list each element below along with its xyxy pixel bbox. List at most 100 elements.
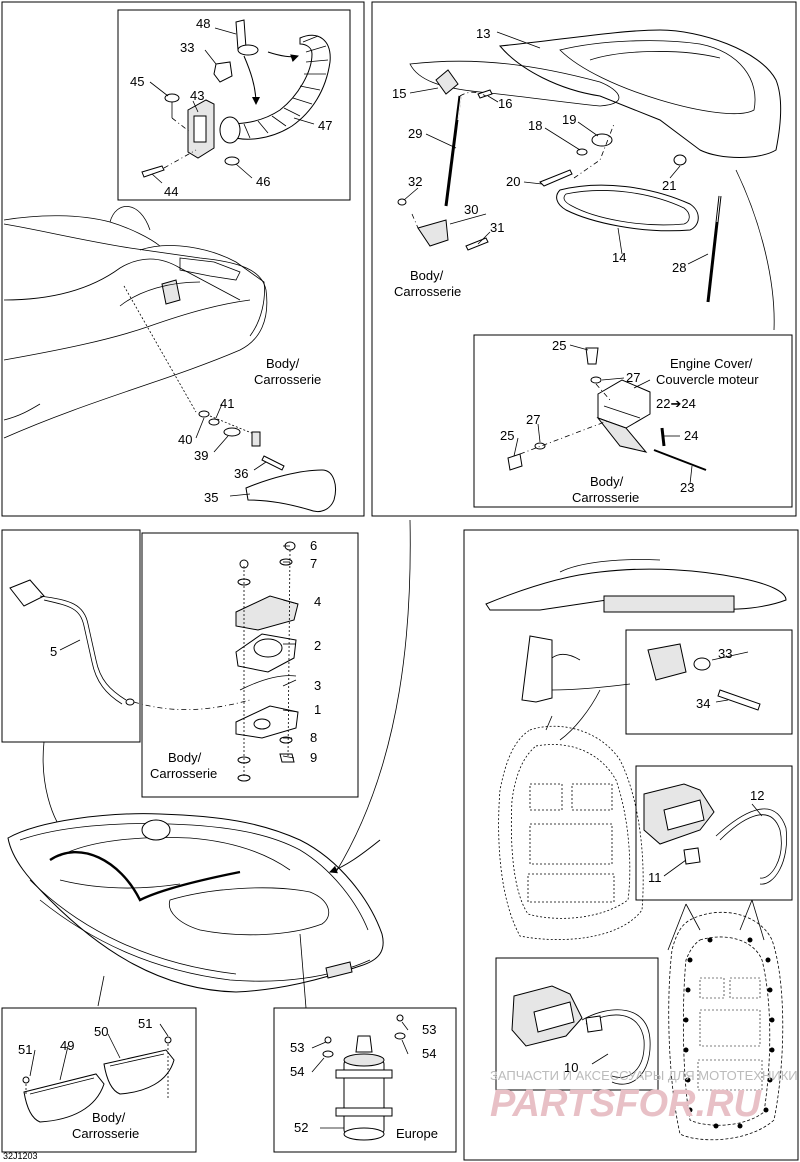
panel-clip-inset: [625, 629, 793, 735]
screw-16: [477, 89, 493, 99]
body-label-mount-2: Carrosserie: [150, 766, 217, 781]
bin-49: [23, 1073, 105, 1123]
stud-36: [261, 455, 285, 471]
callout-22-24: 22➔24: [656, 396, 696, 411]
callout-27a: 27: [626, 370, 640, 385]
washer-54a: [322, 1050, 334, 1058]
washer-18: [576, 148, 588, 156]
callout-24: 24: [684, 428, 698, 443]
callout-30: 30: [464, 202, 478, 217]
hull: [7, 813, 384, 993]
washer-46: [224, 156, 240, 166]
tie-inset-a: [643, 783, 788, 885]
text-labels: Body/ Carrosserie Body/ Carrosserie Engi…: [3, 268, 759, 1161]
callout-46: 46: [256, 174, 270, 189]
callout-11: 11: [648, 870, 662, 885]
engine-cover-assembly: [397, 29, 782, 331]
screw-25b: [507, 453, 523, 471]
top-deck-side: [485, 559, 787, 703]
callout-8: 8: [310, 730, 317, 745]
handle-35: [245, 469, 336, 513]
panel-storage-bins: [1, 1007, 197, 1153]
callout-32: 32: [408, 174, 422, 189]
panel-extinguisher: [273, 1007, 457, 1153]
hinge-assembly: [507, 347, 707, 471]
panel-bracket-inset: [141, 532, 359, 798]
callout-6: 6: [310, 538, 317, 553]
washer-8: [279, 736, 293, 744]
deck-vent: [161, 279, 181, 305]
panel-cable-inset: [1, 529, 141, 743]
hull-top-b: [668, 911, 784, 1141]
callout-41: 41: [220, 396, 234, 411]
callout-49: 49: [60, 1038, 74, 1053]
washer-41: [208, 418, 220, 426]
callout-39: 39: [194, 448, 208, 463]
callout-36: 36: [234, 466, 248, 481]
callout-53a: 53: [290, 1040, 304, 1055]
panel-tie-inset-b: [495, 957, 659, 1091]
hinge-leaf: [596, 416, 648, 453]
watermark-line1: ЗАПЧАСТИ И АКСЕССУАРЫ ДЛЯ МОТОТЕХНИКИ: [490, 1068, 798, 1083]
body-label-hinge-2: Carrosserie: [572, 490, 639, 505]
callout-52: 52: [294, 1120, 308, 1135]
callout-18: 18: [528, 118, 542, 133]
bracket-15: [435, 69, 459, 95]
callout-14: 14: [612, 250, 626, 265]
extinguisher-assembly: [322, 1014, 406, 1141]
bumper-21: [673, 154, 687, 166]
screw-53b: [396, 1014, 404, 1022]
steering-wheel: [141, 819, 171, 841]
callout-54b: 54: [422, 1046, 436, 1061]
panel-tie-inset-a: [635, 765, 793, 901]
screw-44: [141, 165, 165, 178]
callout-51b: 51: [138, 1016, 152, 1031]
bracket-30: [417, 219, 449, 247]
hull-top-view-b: [667, 899, 784, 1141]
callout-16: 16: [498, 96, 512, 111]
body-label-tr-2: Carrosserie: [394, 284, 461, 299]
callout-25a: 25: [552, 338, 566, 353]
callout-34: 34: [696, 696, 710, 711]
strap-lower: [335, 1107, 393, 1117]
callout-35: 35: [204, 490, 218, 505]
bolt-20: [539, 169, 573, 187]
callout-2: 2: [314, 638, 321, 653]
deck-side-view: [3, 206, 268, 439]
screw-31: [465, 237, 489, 251]
clip-11: [683, 847, 701, 865]
washer-32: [397, 198, 407, 206]
callout-1: 1: [314, 702, 321, 717]
engine-cover-label-2: Couvercle moteur: [656, 372, 759, 387]
callout-54a: 54: [290, 1064, 304, 1079]
washer-54b: [394, 1032, 406, 1040]
watermark-line2: PARTSFOR.RU: [490, 1083, 762, 1125]
callout-47: 47: [318, 118, 332, 133]
callout-45: 45: [130, 74, 144, 89]
callout-4: 4: [314, 594, 321, 609]
washer-19: [591, 133, 613, 147]
hose-vent-assembly: [141, 19, 331, 178]
hose-ribs: [243, 35, 329, 139]
callout-50: 50: [94, 1024, 108, 1039]
callout-33b: 33: [718, 646, 732, 661]
strap-upper: [335, 1069, 393, 1079]
callout-43: 43: [190, 88, 204, 103]
bin-50: [103, 1049, 175, 1095]
body-label-tr-1: Body/: [410, 268, 444, 283]
washer-39: [223, 427, 241, 437]
panel-top-left: [1, 1, 365, 517]
handle-assembly: [198, 410, 336, 513]
panel-33: [647, 643, 687, 681]
watermark: ЗАПЧАСТИ И АКСЕССУАРЫ ДЛЯ МОТОТЕХНИКИ PA…: [490, 1068, 798, 1125]
callout-53b: 53: [422, 1022, 436, 1037]
hull-top-a: [498, 725, 644, 940]
tie-points: [683, 937, 775, 1129]
hose-end: [219, 116, 241, 144]
screw-51b: [164, 1036, 172, 1044]
bracket-12: [663, 799, 705, 831]
tie-inset-b: [511, 985, 651, 1085]
body-label-hinge-1: Body/: [590, 474, 624, 489]
mount-stack: [235, 541, 299, 782]
